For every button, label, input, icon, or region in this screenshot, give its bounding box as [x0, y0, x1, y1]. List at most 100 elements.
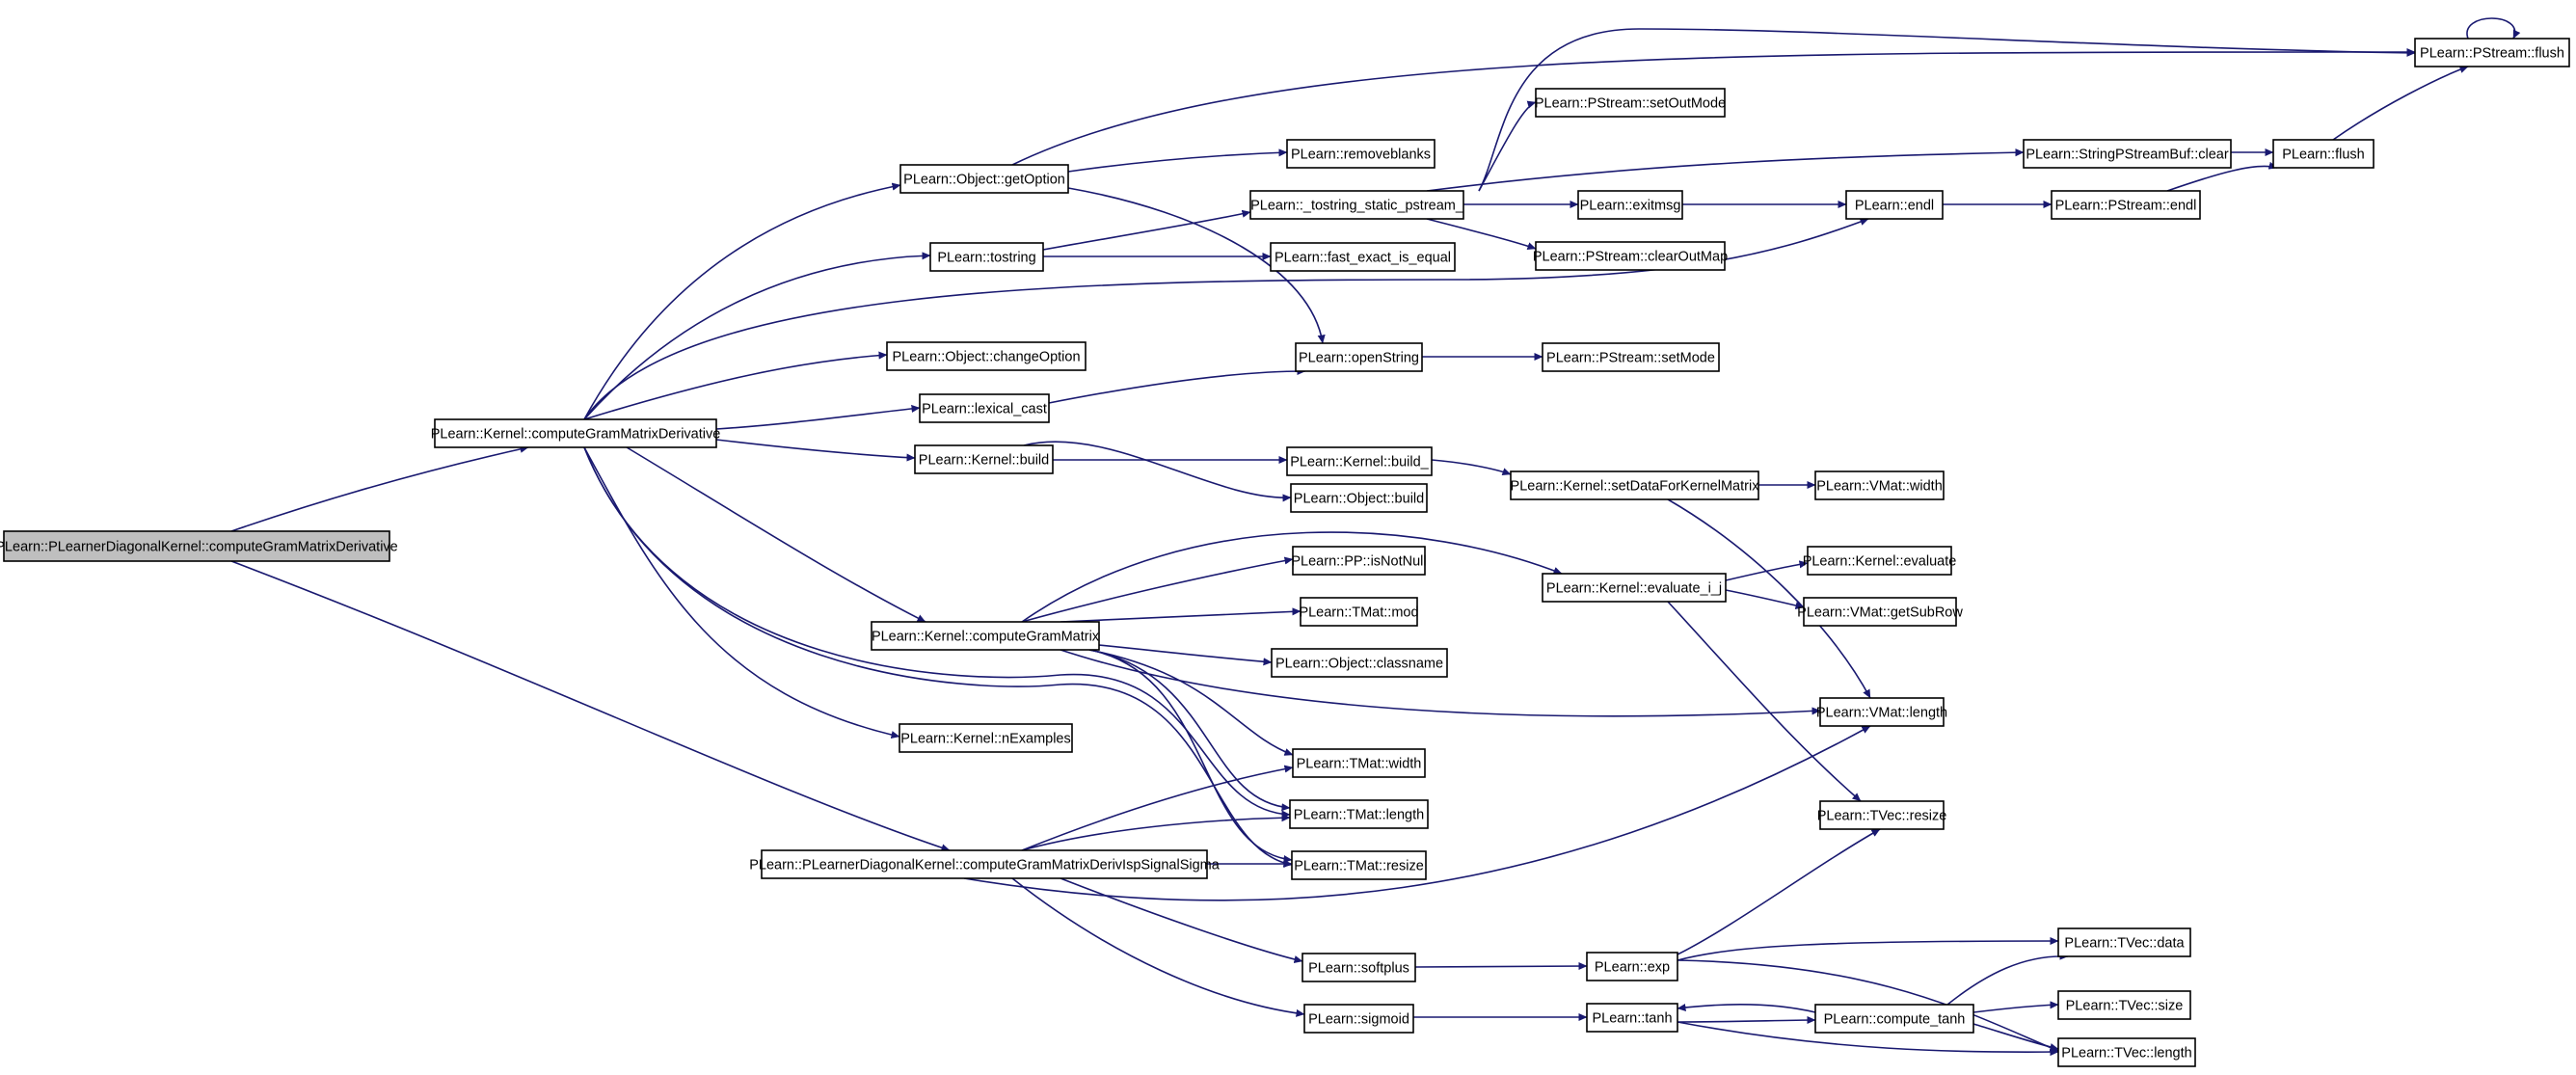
node-label: PLearn::PStream::setMode — [1546, 351, 1715, 366]
node-box — [1300, 597, 1418, 627]
graph-node[interactable]: PLearn::TMat::resize — [1291, 850, 1427, 880]
node-label: PLearn::TVec::size — [2066, 999, 2184, 1014]
graph-node[interactable]: PLearn::exp — [1586, 952, 1678, 981]
edge-n11-n26 — [1426, 218, 1537, 251]
node-label: PLearn::TVec::data — [2064, 936, 2185, 952]
node-box — [2414, 38, 2570, 67]
graph-node[interactable]: PLearn::Kernel::evaluate — [1803, 546, 1957, 576]
node-label: PLearn::StringPStreamBuf::clear — [2026, 148, 2229, 163]
graph-node[interactable]: PLearn::TVec::size — [2057, 990, 2191, 1020]
node-box — [1295, 342, 1423, 372]
edge-n30-n43 — [1677, 936, 2059, 961]
graph-node[interactable]: PLearn::removeblanks — [1286, 139, 1436, 169]
node-box — [1577, 190, 1683, 220]
graph-node[interactable]: PLearn::Object::build — [1290, 483, 1428, 513]
graph-node[interactable]: PLearn::PStream::endl — [2051, 190, 2201, 220]
node-label: PLearn::Kernel::evaluate_i_j — [1546, 581, 1722, 597]
graph-node[interactable]: PLearn::_tostring_static_pstream_ — [1249, 190, 1464, 220]
node-label: PLearn::lexical_cast — [922, 402, 1047, 417]
graph-node[interactable]: PLearn::Kernel::computeGramMatrixDerivat… — [431, 418, 721, 448]
graph-node[interactable]: PLearn::Kernel::evaluate_i_j — [1542, 573, 1727, 603]
node-label: PLearn::softplus — [1308, 961, 1409, 977]
graph-node[interactable]: PLearn::PStream::setOutMode — [1535, 88, 1726, 118]
node-label: PLearn::TMat::length — [1294, 808, 1424, 823]
edge-n3-n34 — [1011, 47, 2416, 166]
graph-node[interactable]: PLearn::VMat::width — [1814, 470, 1945, 500]
graph-node[interactable]: PLearn::tanh — [1586, 1003, 1678, 1033]
graph-node[interactable]: PLearn::Kernel::build_ — [1286, 446, 1433, 476]
edge-n2-n22 — [1060, 877, 1303, 963]
node-label: PLearn::VMat::length — [1816, 706, 1947, 721]
node-box — [1292, 546, 1426, 576]
graph-node[interactable]: PLearn::PP::isNotNull — [1291, 546, 1427, 576]
graph-node[interactable]: PLearn::Object::getOption — [899, 164, 1069, 194]
graph-node[interactable]: PLearn::VMat::getSubRow — [1797, 597, 1963, 627]
graph-node[interactable]: PLearn::PStream::clearOutMap — [1533, 241, 1728, 271]
edge-n2-n23 — [1011, 877, 1305, 1017]
node-box — [1292, 748, 1426, 778]
node-label: PLearn::tostring — [937, 251, 1035, 266]
graph-node[interactable]: PLearn::openString — [1295, 342, 1423, 372]
node-label: PLearn::Kernel::computeGramMatrix — [872, 630, 1100, 645]
graph-node[interactable]: PLearn::TMat::mod — [1299, 597, 1419, 627]
graph-node[interactable]: PLearn::fast_exact_is_equal — [1270, 242, 1456, 272]
graph-node[interactable]: PLearn::TMat::length — [1289, 799, 1429, 829]
node-label: PLearn::VMat::getSubRow — [1797, 605, 1963, 621]
edge-n29-n41 — [1667, 601, 1862, 802]
edge-n11-n34 — [1478, 28, 2416, 192]
graph-node[interactable]: PLearn::VMat::length — [1816, 697, 1947, 727]
node-box — [1814, 470, 1945, 500]
graph-node[interactable]: PLearn::endl — [1845, 190, 1944, 220]
node-label: PLearn::TMat::resize — [1294, 859, 1424, 874]
graph-node[interactable]: PLearn::TVec::data — [2057, 927, 2191, 957]
node-box — [1286, 446, 1433, 476]
graph-node[interactable]: PLearn::PStream::flush — [2414, 38, 2570, 67]
node-box — [1535, 241, 1726, 271]
edge-n31-n33 — [1677, 1015, 1816, 1025]
node-box — [1286, 139, 1436, 169]
edge-n8-n29 — [1021, 531, 1563, 623]
graph-node[interactable]: PLearn::Kernel::build — [914, 444, 1054, 474]
graph-node[interactable]: PLearn::tostring — [929, 242, 1044, 272]
graph-node[interactable]: PLearn::lexical_cast — [919, 393, 1050, 423]
node-box — [871, 621, 1100, 651]
node-label: PLearn::PP::isNotNull — [1291, 554, 1426, 570]
graph-node[interactable]: PLearn::Kernel::nExamples — [899, 723, 1073, 753]
edge-n1-n4 — [583, 252, 931, 420]
graph-node[interactable]: PLearn::sigmoid — [1303, 1004, 1414, 1034]
edges-layer — [230, 17, 2521, 1057]
graph-node[interactable]: PLearn::exitmsg — [1577, 190, 1683, 220]
graph-node[interactable]: PLearn::PLearnerDiagonalKernel::computeG… — [749, 849, 1221, 879]
graph-node[interactable]: PLearn::flush — [2272, 139, 2375, 169]
edge-n29-n38 — [1725, 560, 1809, 581]
edge-n8-n19 — [1088, 649, 1294, 756]
graph-node[interactable]: PLearn::PLearnerDiagonalKernel::computeG… — [0, 530, 398, 562]
graph-node[interactable]: PLearn::Kernel::setDataForKernelMatrix — [1510, 470, 1760, 500]
node-label: PLearn::PStream::clearOutMap — [1533, 250, 1728, 265]
graph-node[interactable]: PLearn::TVec::length — [2057, 1037, 2196, 1067]
graph-node[interactable]: PLearn::PStream::setMode — [1542, 342, 1720, 372]
node-box — [1819, 697, 1945, 727]
node-label: PLearn::TMat::width — [1297, 757, 1422, 772]
node-label: PLearn::PStream::flush — [2420, 46, 2564, 62]
graph-node[interactable]: PLearn::StringPStreamBuf::clear — [2023, 139, 2232, 169]
edge-n8-n21 — [1088, 649, 1293, 863]
node-box — [2057, 927, 2191, 957]
graph-node[interactable]: PLearn::TMat::width — [1292, 748, 1426, 778]
node-box — [1542, 342, 1720, 372]
edge-n1-n6 — [715, 404, 921, 430]
graph-node[interactable]: PLearn::Kernel::computeGramMatrix — [871, 621, 1100, 651]
graph-node[interactable]: PLearn::TVec::resize — [1817, 800, 1947, 830]
graph-node[interactable]: PLearn::compute_tanh — [1814, 1004, 1974, 1034]
edge-n2-n40 — [963, 725, 1871, 901]
node-box — [1291, 850, 1427, 880]
graph-node[interactable]: PLearn::Object::classname — [1271, 648, 1448, 678]
node-label: PLearn::Object::getOption — [903, 173, 1065, 188]
graph-node[interactable]: PLearn::Object::changeOption — [886, 341, 1087, 371]
edge-n30-n45 — [1677, 959, 2059, 1052]
node-box — [2272, 139, 2375, 169]
node-box — [761, 849, 1208, 879]
graph-node[interactable]: PLearn::softplus — [1301, 953, 1416, 982]
node-box — [919, 393, 1050, 423]
node-box — [899, 723, 1073, 753]
